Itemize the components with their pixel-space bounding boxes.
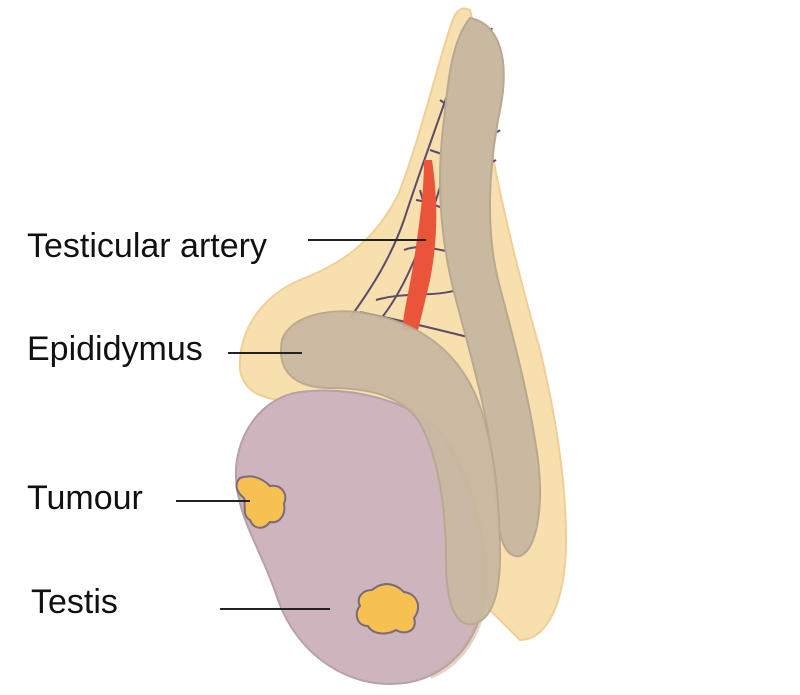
- epididymus-body: [279, 310, 502, 626]
- label-testis: Testis: [31, 583, 118, 621]
- label-epididymus: Epididymus: [27, 330, 203, 368]
- tumour-lower: [355, 583, 420, 635]
- label-tumour: Tumour: [27, 479, 143, 517]
- spermatic-cord: [439, 16, 541, 558]
- testicular-artery-vessel: [402, 160, 437, 330]
- tumour-upper: [235, 475, 287, 529]
- label-testicular-artery: Testicular artery: [27, 227, 267, 265]
